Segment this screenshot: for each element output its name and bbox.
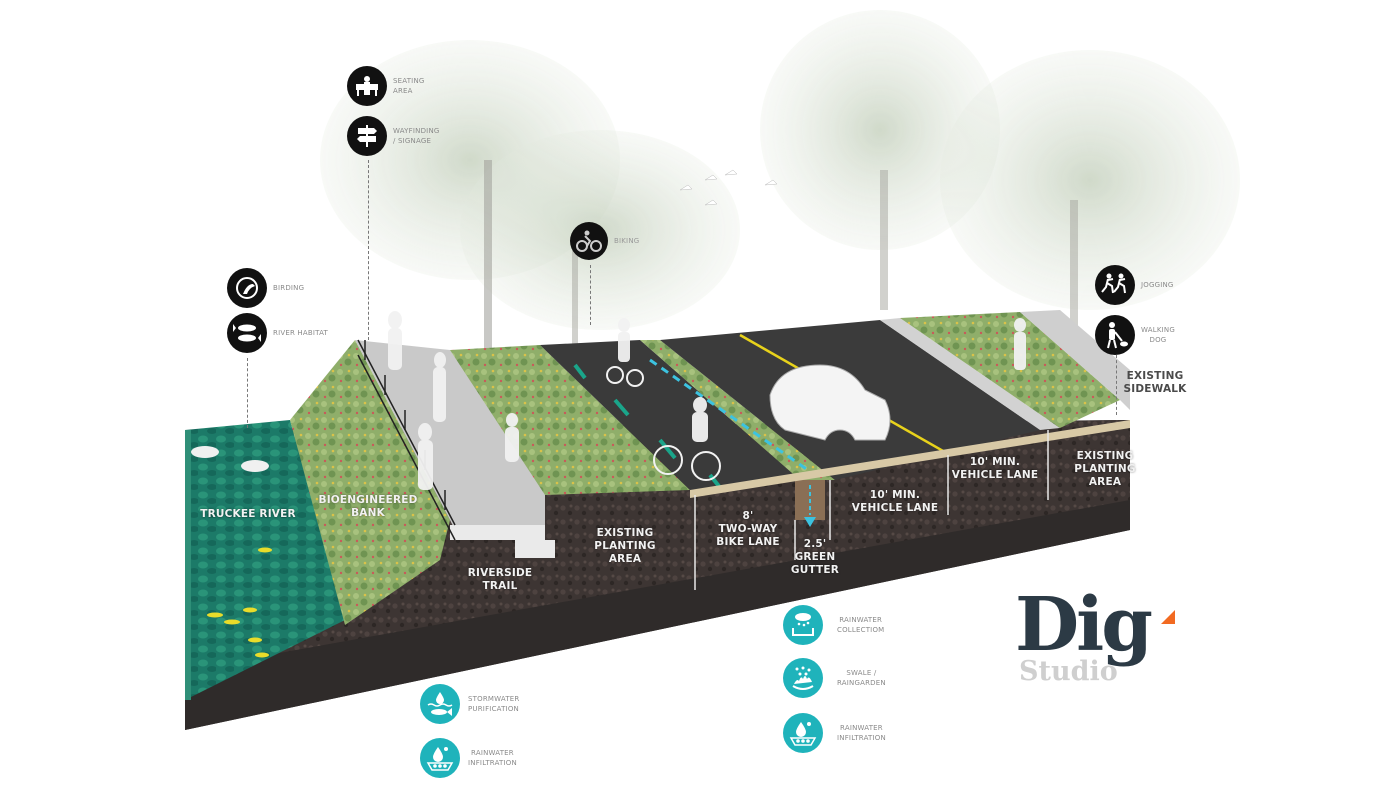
label-existing-sidewalk: EXISTING SIDEWALK [1123,370,1187,395]
logo-primary-text: Dig [1015,582,1153,668]
rain-plants-icon [783,658,823,698]
icon-label: SWALE / RAINGARDEN [837,669,886,687]
icon-jogging: JOGGING [1095,265,1174,305]
icon-birding: BIRDING [227,268,304,308]
fish-icon [227,313,267,353]
label-truckee-river: TRUCKEE RIVER [200,508,296,520]
icon-label: WALKING DOG [1141,326,1175,344]
icon-label: JOGGING [1141,281,1174,289]
icon-label: BIRDING [273,284,305,292]
drop-soil-icon [783,713,823,753]
tree-canopies [320,10,1240,440]
leader-line [590,265,591,325]
icon-label: STORMWATER PURIFICATION [468,695,520,713]
label-bioengineered-bank: BIOENGINEERED BANK [318,494,418,519]
icon-seating-area: SEATING AREA [347,66,425,106]
logo-accent-triangle [1161,610,1175,624]
leader-line [1116,355,1117,415]
icon-swale-raingarden: SWALE / RAINGARDEN [783,658,886,698]
leader-line [247,358,248,428]
icon-river-habitat: RIVER HABITAT [227,313,328,353]
dig-studio-logo: Dig Studio [1015,582,1175,692]
label-existing-planting-area-2: EXISTING PLANTING AREA [1074,450,1136,488]
icon-label: RAINWATER COLLECTIOM [837,616,885,634]
drop-fish-icon [420,684,460,724]
icon-rainwater-infiltration-2: RAINWATER INFILTRATION [783,713,886,753]
icon-rainwater-infiltration-1: RAINWATER INFILTRATION [420,738,517,778]
icon-walking-dog: WALKING DOG [1095,315,1175,355]
bench-person-icon [347,66,387,106]
car-outline [769,364,891,441]
joggers-icon [1095,265,1135,305]
label-vehicle-lane-1: 10' MIN. VEHICLE LANE [851,489,939,514]
bird-icon [227,268,267,308]
icon-label: RAINWATER INFILTRATION [837,724,886,742]
label-two-way-bike-lane: 8' TWO-WAY BIKE LANE [716,510,780,548]
label-green-gutter: 2.5' GREEN GUTTER [790,538,840,576]
icon-wayfinding-signage: WAYFINDING / SIGNAGE [347,116,440,156]
cloud-basin-icon [783,605,823,645]
icon-label: SEATING AREA [393,77,425,95]
icon-label: RAINWATER INFILTRATION [468,749,517,767]
cyclist-icon [570,222,608,260]
label-existing-planting-area-1: EXISTING PLANTING AREA [594,527,656,565]
icon-biking: BIKING [570,222,639,260]
icon-rainwater-collection: RAINWATER COLLECTIOM [783,605,884,645]
logo-secondary-text: Studio [1019,656,1118,687]
icon-label: RIVER HABITAT [273,329,329,337]
label-vehicle-lane-2: 10' MIN. VEHICLE LANE [951,456,1039,481]
dog-walker-icon [1095,315,1135,355]
label-riverside-trail: RIVERSIDE TRAIL [467,567,533,592]
leader-line [368,160,369,340]
drop-soil-icon [420,738,460,778]
signpost-icon [347,116,387,156]
icon-label: WAYFINDING / SIGNAGE [393,127,440,145]
icon-stormwater-purification: STORMWATER PURIFICATION [420,684,519,724]
icon-label: BIKING [614,237,640,245]
